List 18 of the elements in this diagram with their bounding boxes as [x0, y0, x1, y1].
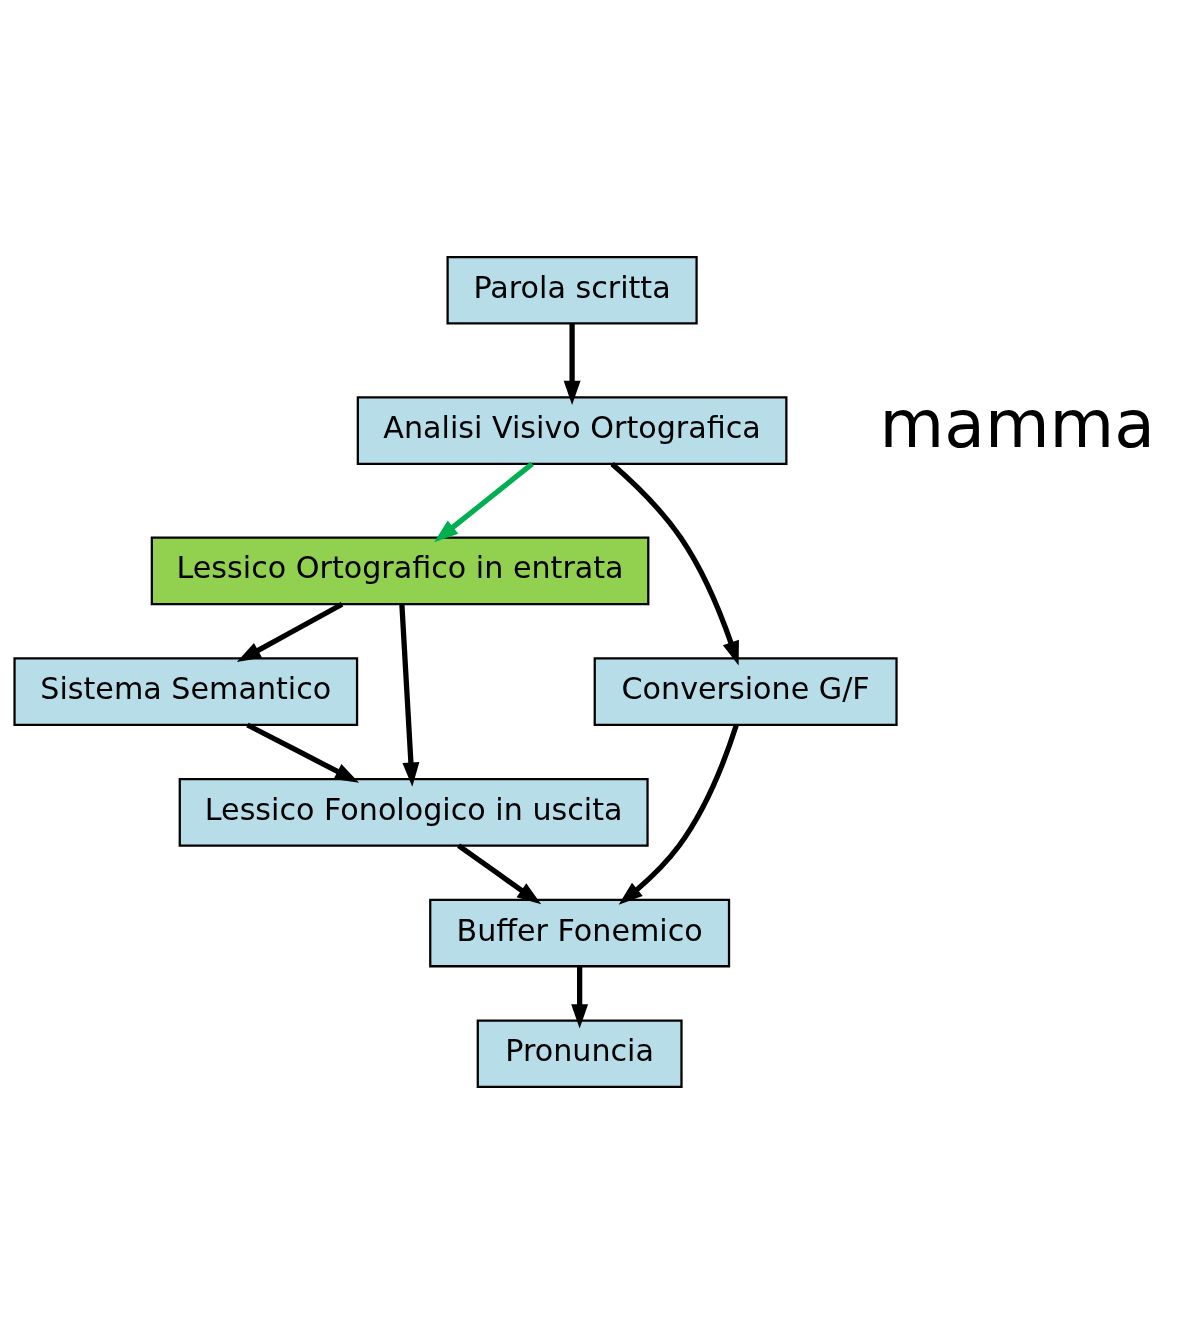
arrow [610, 461, 739, 665]
arrow [399, 603, 420, 787]
arrow [618, 723, 739, 905]
node-box: Buffer Fonemico [429, 898, 731, 967]
node-box: Pronuncia [476, 1018, 683, 1088]
arrow [571, 966, 589, 1029]
node-box: Conversione G/F [593, 656, 898, 726]
arrow [236, 601, 344, 662]
node-box: Sistema Semantico [13, 656, 359, 726]
node-box: Lessico Ortografico in entrata [150, 536, 650, 605]
arrow [457, 843, 542, 904]
arrow [246, 722, 360, 783]
label: mamma [879, 384, 1155, 463]
node-box: Lessico Fonologico in uscita [178, 777, 649, 847]
arrow [563, 323, 581, 405]
node-box: Analisi Visivo Ortografica [356, 395, 788, 465]
arrow [434, 461, 534, 542]
node-box: Parola scritta [446, 255, 698, 325]
